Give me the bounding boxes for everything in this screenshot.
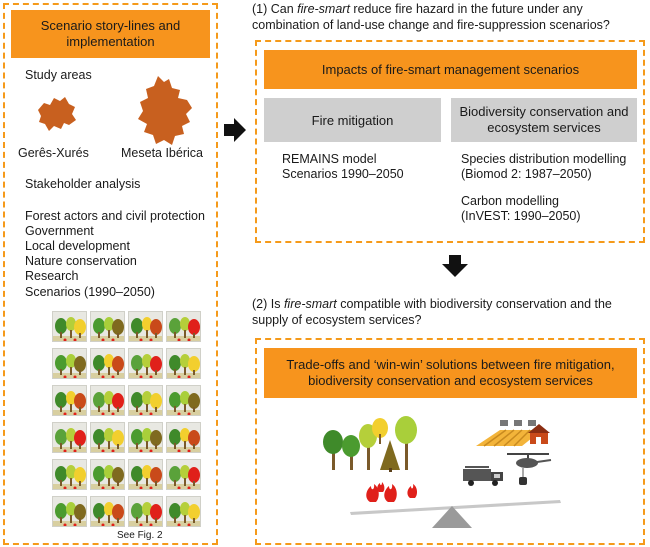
scenario-thumbnail bbox=[166, 496, 201, 527]
fire-truck-icon bbox=[463, 466, 503, 486]
scenario-thumbnail bbox=[52, 496, 87, 527]
flames-icon bbox=[366, 482, 418, 502]
scenario-thumbnail bbox=[90, 422, 125, 453]
scenario-thumbnail bbox=[52, 422, 87, 453]
scenario-thumbnail bbox=[128, 348, 163, 379]
scenario-thumbnail bbox=[166, 348, 201, 379]
see-fig-label: See Fig. 2 bbox=[117, 530, 163, 541]
scenario-thumbnail bbox=[52, 459, 87, 490]
tradeoffs-title: Trade-offs and ‘win-win’ solutions betwe… bbox=[264, 348, 637, 398]
scenario-thumbnail bbox=[128, 422, 163, 453]
scenario-thumbnail bbox=[166, 385, 201, 416]
farm-icon bbox=[476, 420, 550, 447]
balance-scale-icon bbox=[350, 500, 561, 528]
area-label-geres-xures: Gerês-Xurés bbox=[18, 146, 89, 160]
scenario-thumbnail bbox=[128, 385, 163, 416]
impacts-title: Impacts of fire-smart management scenari… bbox=[264, 50, 637, 89]
scenario-thumbnail bbox=[52, 385, 87, 416]
helicopter-icon bbox=[507, 453, 552, 485]
scenario-thumbnail bbox=[90, 348, 125, 379]
remains-scenarios-label: Scenarios 1990–2050 bbox=[282, 167, 404, 181]
stakeholder-item: Local development bbox=[25, 239, 130, 253]
stakeholder-item: Research bbox=[25, 269, 79, 283]
scenario-panel-title: Scenario story-lines and implementation bbox=[11, 10, 210, 58]
scenario-thumbnail bbox=[166, 311, 201, 342]
tradeoffs-box bbox=[255, 338, 645, 545]
remains-model-label: REMAINS model bbox=[282, 152, 377, 166]
area-label-meseta-iberica: Meseta Ibérica bbox=[121, 146, 203, 160]
invest-label: (InVEST: 1990–2050) bbox=[461, 209, 581, 223]
scenario-thumbnail bbox=[52, 311, 87, 342]
scenario-thumbnail bbox=[128, 496, 163, 527]
species-modelling-label: Species distribution modelling bbox=[461, 152, 627, 166]
geres-xures-map bbox=[38, 97, 76, 131]
scenarios-label: Scenarios (1990–2050) bbox=[25, 285, 155, 299]
biomod-label: (Biomod 2: 1987–2050) bbox=[461, 167, 592, 181]
scenario-thumbnail bbox=[90, 459, 125, 490]
scenario-thumbnail bbox=[90, 385, 125, 416]
right-arrow-icon bbox=[224, 118, 246, 142]
scenario-thumbnail bbox=[90, 311, 125, 342]
study-areas-label: Study areas bbox=[25, 68, 92, 82]
scenario-thumbnail bbox=[128, 459, 163, 490]
scenario-thumbnail bbox=[166, 422, 201, 453]
stakeholder-analysis-label: Stakeholder analysis bbox=[25, 177, 141, 191]
stakeholder-item: Nature conservation bbox=[25, 254, 137, 268]
carbon-modelling-label: Carbon modelling bbox=[461, 194, 559, 208]
stakeholder-item: Government bbox=[25, 224, 94, 238]
question-1: (1) Can fire-smart reduce fire hazard in… bbox=[252, 2, 610, 32]
forest-icon bbox=[323, 416, 417, 472]
scenario-thumbnail bbox=[52, 348, 87, 379]
scenario-thumbnail bbox=[90, 496, 125, 527]
impacts-box bbox=[255, 40, 645, 243]
down-arrow-icon bbox=[442, 255, 468, 277]
question-2: (2) Is fire-smart compatible with biodiv… bbox=[252, 297, 612, 327]
meseta-iberica-map bbox=[138, 76, 192, 145]
biodiversity-header: Biodiversity conservation and ecosystem … bbox=[451, 98, 637, 142]
fire-mitigation-header: Fire mitigation bbox=[264, 98, 441, 142]
scenario-thumbnail bbox=[166, 459, 201, 490]
stakeholder-item: Forest actors and civil protection bbox=[25, 209, 205, 223]
scenario-thumbnail bbox=[128, 311, 163, 342]
scenario-panel bbox=[3, 3, 218, 545]
